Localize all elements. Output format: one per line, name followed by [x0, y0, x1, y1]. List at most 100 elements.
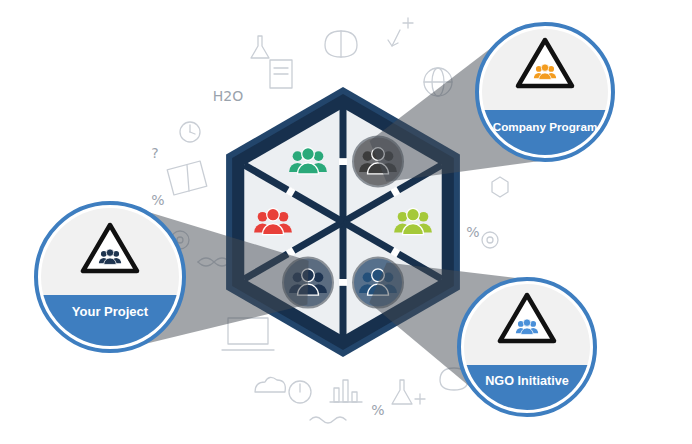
warning-triangle: [83, 225, 137, 271]
people-icon: [113, 251, 119, 257]
circle-outline: [475, 22, 615, 180]
circle-outline: [99, 249, 121, 265]
circle-outline: [516, 319, 538, 335]
warning-triangle: [518, 40, 572, 86]
label-band: [475, 110, 615, 180]
segment-icon: [394, 208, 432, 234]
flask-doodle: [392, 380, 412, 404]
people-icon: [363, 273, 373, 283]
people-icon: [258, 212, 268, 222]
doodle-text: ?: [151, 145, 158, 161]
plus-doodle: [403, 18, 413, 28]
project-circle: Company Program: [475, 22, 615, 162]
people-icon: [293, 151, 303, 161]
project-label: Your Project: [34, 304, 186, 320]
circle-outline: [457, 277, 597, 417]
clock-doodle: [299, 384, 300, 392]
project-circle: NGO Initiative: [457, 277, 597, 417]
laptop-doodle: [222, 349, 274, 350]
circle-outline: [475, 22, 615, 162]
divider-gap: [288, 190, 294, 193]
people-icon: [298, 163, 319, 174]
clock-doodle: [190, 132, 195, 134]
flask-doodle: [251, 36, 269, 58]
doodle-text: %: [151, 192, 164, 208]
project-label: NGO Initiative: [457, 374, 597, 389]
warning-triangle: [500, 295, 554, 341]
bar-chart-doodle: [343, 380, 348, 402]
people-icon: [403, 224, 424, 235]
people-icon: [101, 251, 107, 257]
people-icon: [289, 148, 327, 174]
gear-doodle: [482, 232, 498, 248]
label-band: [34, 295, 186, 371]
brain-doodle: [340, 31, 341, 57]
divider-gap: [392, 190, 398, 193]
divider-gap: [339, 279, 347, 286]
brain-doodle: [325, 31, 357, 57]
people-icon: [516, 319, 538, 335]
flask-doodle: [251, 36, 269, 58]
flask-doodle: [392, 380, 412, 404]
dna-doodle: [310, 417, 346, 423]
people-icon: [254, 208, 292, 234]
label-band: [457, 365, 597, 435]
project-label: Company Program: [475, 120, 615, 134]
people-icon: [521, 328, 533, 335]
people-icon: [523, 319, 530, 326]
book-doodle: [187, 165, 189, 191]
people-icon: [104, 258, 116, 265]
people-icon: [363, 151, 373, 161]
book-doodle: [167, 161, 207, 195]
people-icon: [541, 64, 548, 71]
people-icon: [536, 66, 542, 72]
segment-icon: [254, 208, 292, 234]
circle-outline: [534, 64, 556, 80]
book-doodle: [167, 161, 207, 195]
segment-divider: [340, 222, 347, 336]
arrow-doodle: [388, 30, 400, 46]
arrow-doodle: [388, 40, 398, 46]
people-icon: [279, 212, 289, 222]
people-icon: [534, 64, 556, 80]
bar-chart-doodle: [330, 380, 362, 402]
people-icon: [548, 66, 554, 72]
plus-doodle: [415, 398, 425, 399]
document-doodle: [270, 60, 292, 88]
people-icon: [518, 321, 524, 327]
circle-outline: [457, 277, 597, 435]
people-icon: [267, 208, 280, 221]
doodle-text: %: [466, 224, 479, 240]
gear-doodle: [487, 237, 493, 243]
circle-outline: [34, 201, 186, 371]
document-doodle: [270, 60, 292, 88]
people-icon: [398, 212, 408, 222]
gear-doodle: [482, 232, 498, 248]
circle-outline: [34, 201, 186, 353]
people-icon: [539, 73, 551, 80]
clock-doodle: [189, 125, 190, 132]
document-doodle: [274, 73, 288, 74]
people-icon: [302, 148, 315, 161]
segment-icon: [289, 148, 327, 174]
people-icon: [419, 212, 429, 222]
clock-doodle: [289, 381, 311, 403]
segment-divider: [244, 165, 343, 222]
people-icon: [394, 208, 432, 234]
people-icon: [530, 321, 536, 327]
divider-gap: [392, 251, 398, 254]
cloud-doodle: [255, 377, 285, 392]
hexagon-doodle: [492, 177, 508, 197]
people-icon: [407, 208, 420, 221]
people-icon: [106, 249, 113, 256]
document-doodle: [274, 67, 288, 68]
people-icon: [99, 249, 121, 265]
doodle-text: H2O: [213, 88, 243, 104]
clock-doodle: [180, 122, 200, 142]
brain-doodle: [325, 31, 357, 57]
people-icon: [263, 224, 284, 235]
clock-doodle: [289, 381, 311, 403]
bar-chart-doodle: [334, 388, 339, 402]
doodle-text: %: [371, 402, 384, 418]
